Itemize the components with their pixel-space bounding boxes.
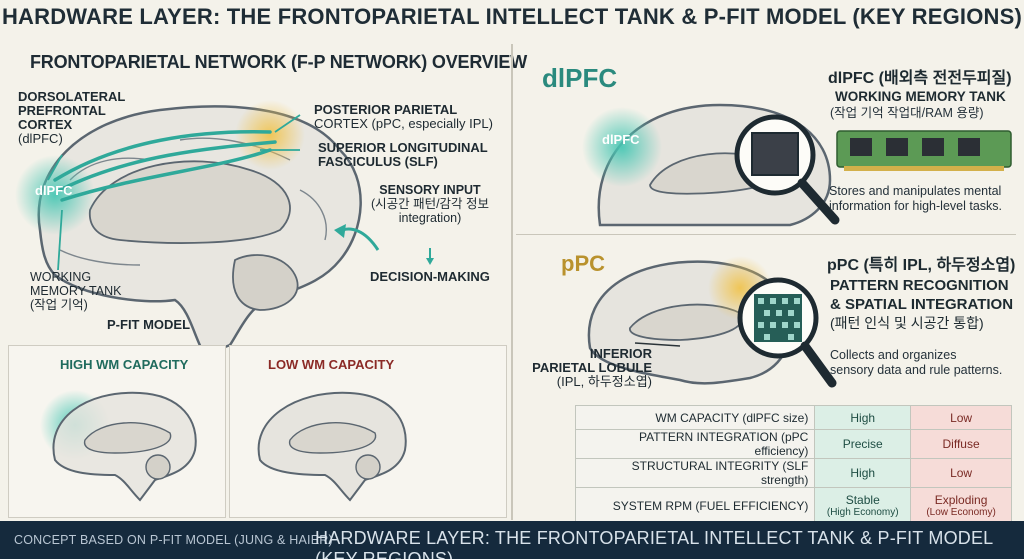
footer-bar (0, 521, 1024, 559)
left-panel-title: FRONTOPARIETAL NETWORK (F-P NETWORK) OVE… (30, 52, 527, 72)
high-wm-brain (40, 390, 197, 502)
low-cell: Diffuse (910, 429, 1012, 459)
slf-tracts (53, 130, 277, 202)
dlpfc-brain-diagram (582, 103, 840, 227)
dlpfc-subtitle: WORKING MEMORY TANK (835, 89, 1006, 104)
panel-divider-vertical (511, 44, 513, 520)
low-wm-title: LOW WM CAPACITY (268, 357, 395, 372)
panel-divider-horizontal (516, 234, 1016, 235)
footer-credit: CONCEPT BASED ON P-FIT MODEL (JUNG & HAI… (14, 533, 333, 547)
dlpfc-badge: dlPFC (542, 63, 618, 93)
dlpfc-brain-badge: dlPFC (35, 183, 73, 198)
ppc-glow (235, 100, 305, 170)
ppc-badge: pPC (561, 251, 605, 276)
table-row: STRUCTURAL INTEGRITY (SLF strength) High… (574, 458, 1012, 488)
dlpfc-brain-label: dlPFC (602, 132, 640, 147)
metric-cell: SYSTEM RPM (FUEL EFFICIENCY) (574, 487, 816, 524)
footer-title: HARDWARE LAYER: THE FRONTOPARIETAL INTEL… (315, 528, 993, 559)
high-wm-title: HIGH WM CAPACITY (60, 357, 189, 372)
table-row: SYSTEM RPM (FUEL EFFICIENCY) Stable(High… (574, 487, 1012, 524)
ppc-brain-diagram (587, 256, 837, 388)
low-cell: Low (910, 405, 1012, 430)
dlpfc-glow (15, 155, 95, 235)
ram-module-icon (836, 130, 1012, 171)
high-cell: High (814, 458, 912, 488)
high-cell: High (814, 405, 912, 430)
callout-lines (47, 114, 301, 271)
dlpfc-title: dlPFC (배외측 전전두피질) (828, 70, 1012, 87)
ppc-subtitle: PATTERN RECOGNITION& SPATIAL INTEGRATION… (830, 277, 1014, 331)
decision-making-label: DECISION-MAKING (370, 269, 490, 284)
low-wm-brain (257, 391, 407, 502)
pfit-model-label: P-FIT MODEL (107, 317, 191, 332)
metric-cell: WM CAPACITY (dlPFC size) (574, 405, 816, 430)
comparison-table: WM CAPACITY (dlPFC size) High Low PATTER… (574, 405, 1012, 524)
table-row: WM CAPACITY (dlPFC size) High Low (574, 405, 1012, 430)
high-cell: Precise (814, 429, 912, 459)
main-brain-diagram (15, 100, 434, 357)
table-row: PATTERN INTEGRATION (pPC efficiency) Pre… (574, 429, 1012, 459)
metric-cell: PATTERN INTEGRATION (pPC efficiency) (574, 429, 816, 459)
high-cell: Stable(High Economy) (814, 487, 912, 524)
metric-cell: STRUCTURAL INTEGRITY (SLF strength) (574, 458, 816, 488)
low-cell: Low (910, 458, 1012, 488)
ppc-title: pPC (특히 IPL, 하두정소엽) (827, 257, 1016, 274)
main-title: HARDWARE LAYER: THE FRONTOPARIETAL INTEL… (1, 4, 1023, 29)
dlpfc-subtitle-ko: (작업 기억 작업대/RAM 용량) (830, 106, 984, 120)
low-cell: Exploding(Low Economy) (910, 487, 1012, 524)
